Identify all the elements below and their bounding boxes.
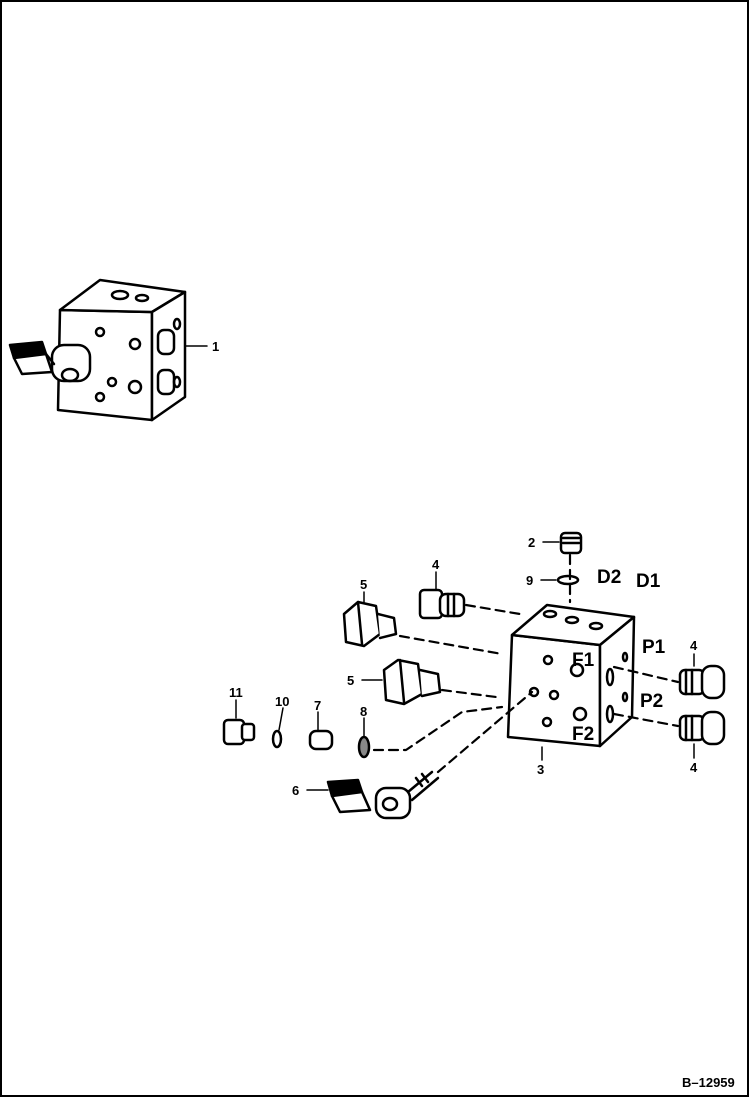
drawing-code: B–12959 (682, 1075, 735, 1090)
port-label-d1: D1 (636, 571, 661, 592)
callout-6: 6 (292, 783, 299, 798)
callout-8: 8 (360, 704, 367, 719)
callout-5-mid: 5 (347, 673, 354, 688)
plug-top-illustration (418, 588, 466, 620)
callout-7: 7 (314, 698, 321, 713)
callout-10: 10 (275, 694, 289, 709)
callout-4-right-top: 4 (690, 638, 698, 653)
fitting-top-illustration (342, 600, 398, 648)
callout-3: 3 (537, 762, 544, 777)
solenoid-illustration (326, 770, 440, 820)
callout-4-top: 4 (432, 557, 440, 572)
fitting-mid-illustration (382, 658, 442, 706)
small-parts-illustration (222, 718, 371, 759)
port-label-f2: F2 (572, 724, 594, 745)
assembly-lines (372, 553, 680, 774)
leader-lines (235, 541, 695, 791)
port-label-p1: P1 (642, 637, 666, 658)
plug-right-top-illustration (678, 664, 726, 700)
callout-5-top: 5 (360, 577, 367, 592)
callout-9: 9 (526, 573, 533, 588)
plug-right-bottom-illustration (678, 710, 726, 746)
port-label-d2: D2 (597, 567, 621, 588)
callout-1: 1 (212, 339, 219, 354)
port-label-p2: P2 (640, 691, 663, 712)
callout-2: 2 (528, 535, 535, 550)
assembled-valve-illustration (8, 278, 208, 422)
cap-and-oring-illustration (556, 531, 583, 586)
callout-4-right-bottom: 4 (690, 760, 698, 775)
port-label-f1: F1 (572, 650, 595, 671)
valve-body-illustration (506, 603, 636, 748)
callout-11: 11 (229, 685, 243, 700)
